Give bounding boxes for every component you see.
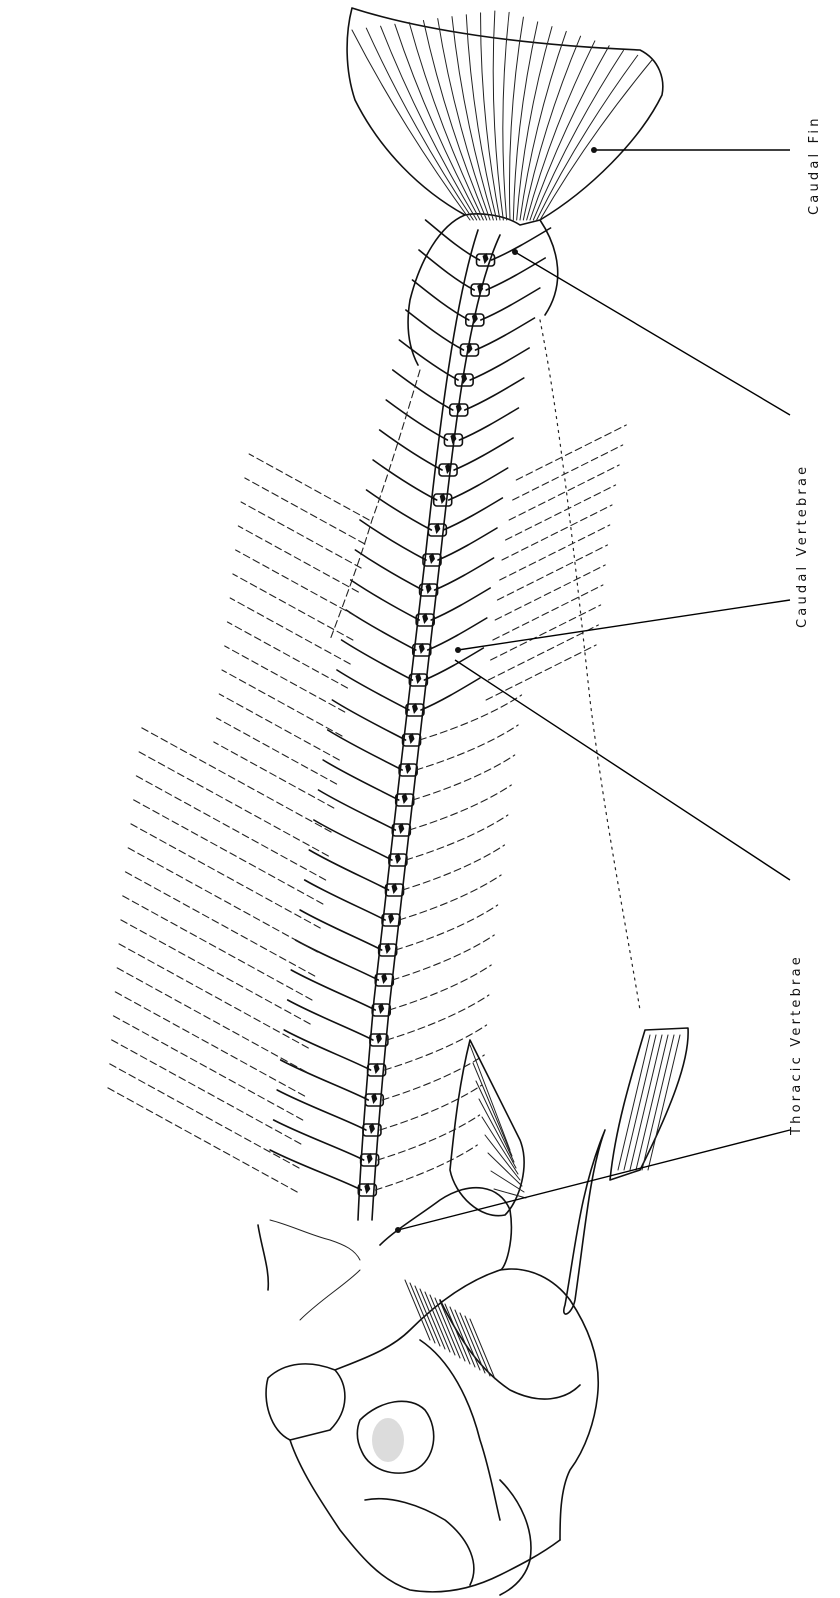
thoracic-vertebrae-label: Thoracic Vertebrae: [789, 954, 804, 1136]
labels: Caudal Fin Caudal Vertebrae Thoracic Ver…: [789, 115, 822, 1136]
haemal-spines: [375, 228, 550, 1190]
caudal-vertebrae-leader-upper: [515, 252, 790, 415]
skull: [258, 1188, 598, 1595]
dorsal-fin-rays: [107, 454, 369, 1192]
pelvic-fin: [564, 1028, 688, 1314]
caudal-fin-label: Caudal Fin: [807, 115, 822, 215]
leader-lines: [395, 147, 790, 1233]
anal-fin-rays: [486, 425, 626, 700]
caudal-fin-rays: [352, 11, 652, 220]
thoracic-vertebrae-leader-lower: [398, 1130, 790, 1230]
neural-spines: [270, 220, 479, 1190]
caudal-vertebrae-label: Caudal Vertebrae: [795, 464, 810, 628]
body-outline-dorsal: [330, 370, 420, 640]
eye-orbit: [372, 1418, 404, 1462]
caudal-vertebrae-leader-lower: [458, 600, 790, 650]
thoracic-vertebrae-leader-upper: [455, 660, 790, 880]
